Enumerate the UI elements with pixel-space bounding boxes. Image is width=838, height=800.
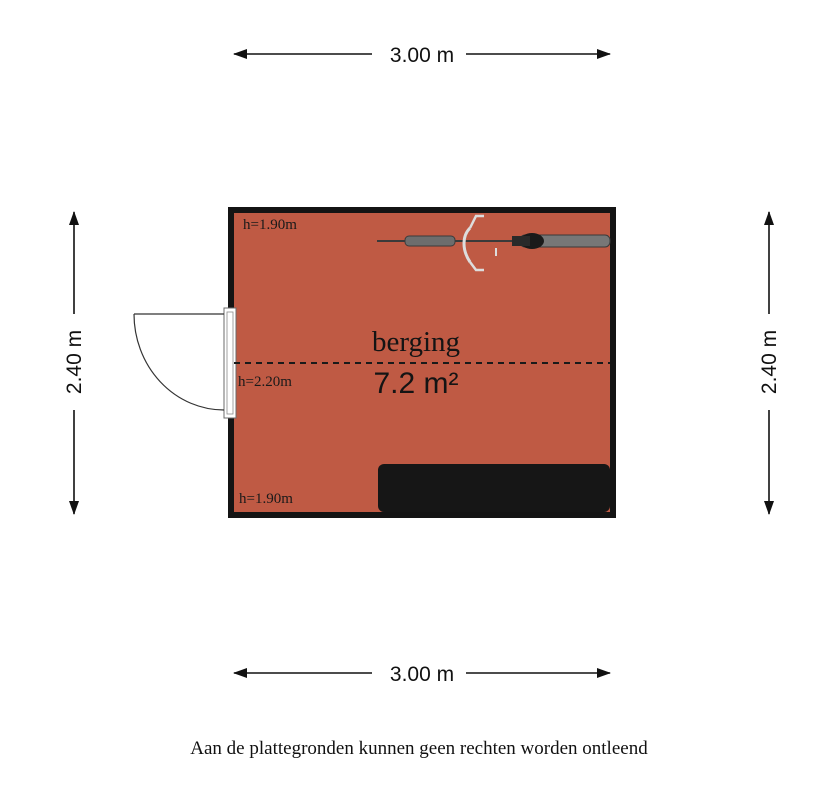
bottom-dimension-label: 3.00 m (390, 663, 454, 686)
height-label-middle: h=2.20m (238, 374, 292, 390)
right-dimension: 2.40 m (758, 211, 781, 515)
top-dimension: 3.00 m (233, 44, 611, 67)
height-label-bottom-left: h=1.90m (239, 491, 293, 507)
height-label-top-left: h=1.90m (243, 217, 297, 233)
room-area: 7.2 m² (373, 367, 458, 400)
left-dimension: 2.40 m (63, 211, 86, 515)
room-berging: h=1.90m h=2.20m h=1.90m berging 7.2 m² (133, 207, 616, 518)
door-swing-arc (133, 313, 225, 411)
door (133, 307, 237, 419)
door-leaf (226, 311, 234, 415)
top-dimension-label: 3.00 m (390, 44, 454, 67)
storage-block (378, 464, 610, 512)
bottom-dimension: 3.00 m (233, 663, 611, 686)
room-name: berging (372, 326, 460, 358)
left-dimension-label: 2.40 m (63, 330, 86, 394)
bicycle-icon (377, 214, 611, 272)
right-dimension-label: 2.40 m (758, 330, 781, 394)
disclaimer: Aan de plattegronden kunnen geen rechten… (190, 738, 648, 759)
